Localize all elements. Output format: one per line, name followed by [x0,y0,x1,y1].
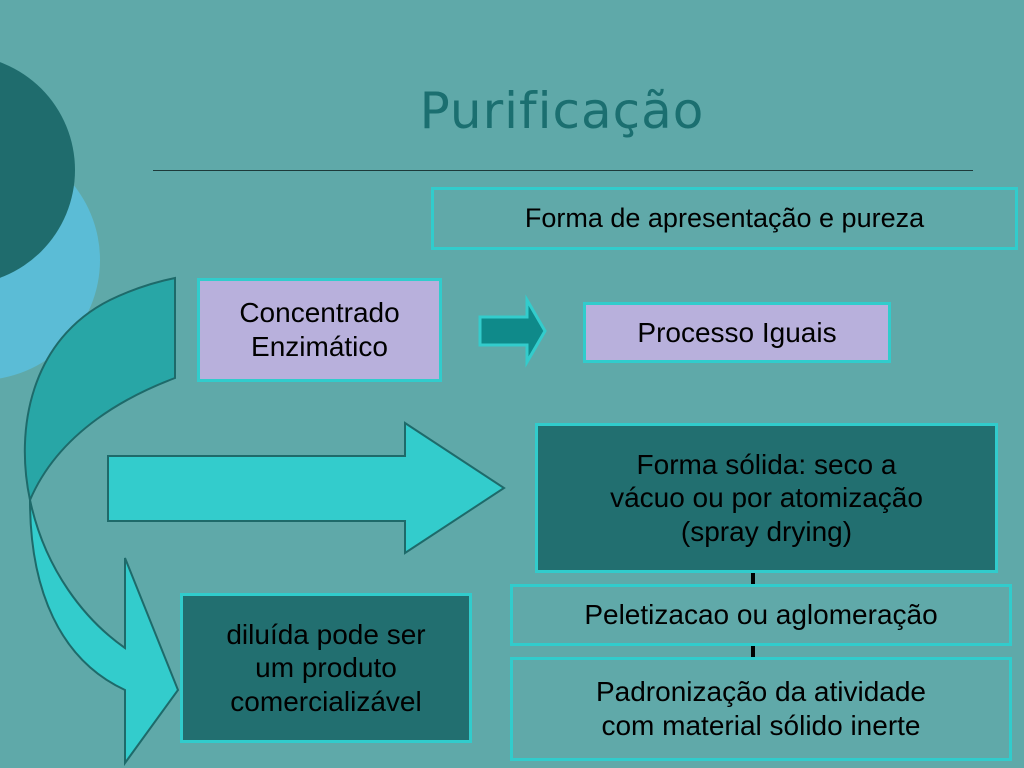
processo-iguais-text: Processo Iguais [637,316,837,348]
concentrado-box: Concentrado Enzimático [197,278,442,382]
small-right-arrow [478,294,547,368]
connector-line-2 [751,646,755,658]
forma-apresentacao-text: Forma de apresentação e pureza [524,203,925,234]
diluida-box: diluída pode ser um produto comercializá… [180,593,472,743]
diluida-text-line2: um produto [255,652,397,684]
forma-solida-text-line3: (spray drying) [680,515,853,547]
diluida-text-line3: comercializável [230,685,422,717]
connector-line-1 [751,573,755,585]
peletizacao-text: Peletizacao ou aglomeração [584,599,938,631]
curved-arrow-lower [29,499,180,767]
forma-solida-text-line1: Forma sólida: seco a [636,448,897,480]
dark-teal-circle [0,62,75,278]
forma-apresentacao-box: Forma de apresentação e pureza [431,187,1018,250]
padronizacao-box: Padronização da atividade com material s… [510,657,1012,761]
concentrado-text-line1: Concentrado [239,297,400,329]
forma-solida-box: Forma sólida: seco a vácuo ou por atomiz… [535,423,998,573]
peletizacao-box: Peletizacao ou aglomeração [510,584,1012,646]
big-right-arrow [107,421,506,555]
padronizacao-text-line1: Padronização da atividade [595,676,926,708]
page-title: Purificação [419,82,705,140]
forma-solida-text-line2: vácuo ou por atomização [610,482,923,514]
title-divider [153,170,973,171]
concentrado-text-line2: Enzimático [251,331,388,362]
curved-arrow-upper [23,276,176,504]
padronizacao-text-line2: com material sólido inerte [601,710,921,741]
processo-iguais-box: Processo Iguais [583,302,891,363]
diluida-text-line1: diluída pode ser [226,618,426,650]
